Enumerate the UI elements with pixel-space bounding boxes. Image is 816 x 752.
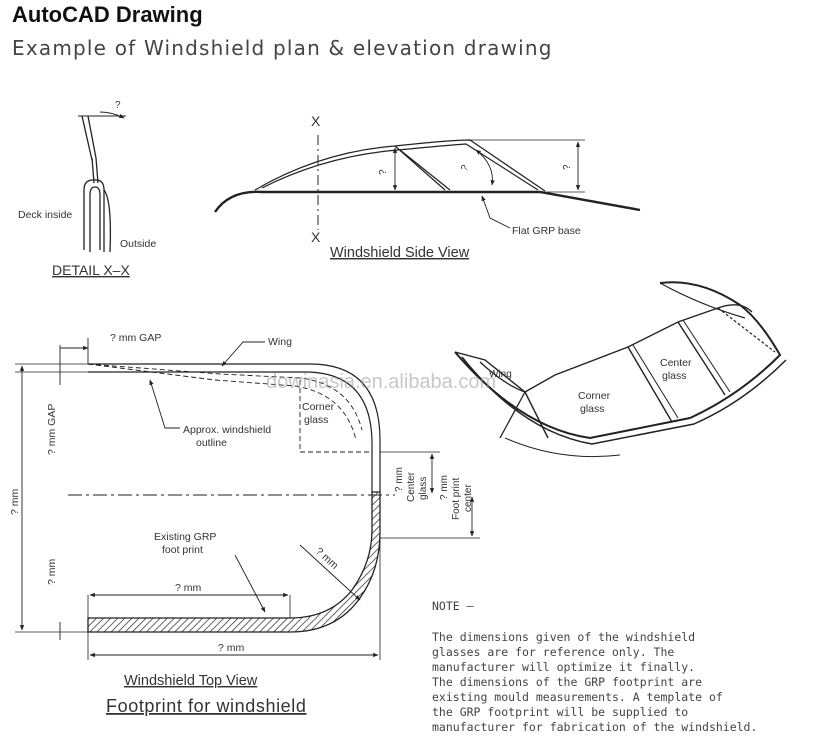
iso-center-glass-2: glass bbox=[662, 370, 687, 382]
radius-label: ? mm bbox=[313, 545, 341, 572]
note-heading: NOTE – bbox=[432, 599, 474, 613]
footprint-center-dim-2: Foot print bbox=[451, 478, 462, 520]
existing-footprint-label-2: foot print bbox=[162, 544, 203, 556]
side-view-caption: Windshield Side View bbox=[330, 245, 470, 261]
existing-footprint-label-1: Existing GRP bbox=[154, 531, 216, 543]
detail-caption: DETAIL X–X bbox=[52, 262, 130, 278]
lower-height-label: ? mm bbox=[46, 558, 58, 585]
height-question-2: ? bbox=[562, 164, 573, 170]
side-view-drawing bbox=[214, 135, 641, 230]
note-line-3: manufacturer will optimize it finally. bbox=[432, 660, 695, 674]
iso-corner-glass-2: glass bbox=[580, 403, 605, 415]
section-x-top: X bbox=[311, 113, 321, 129]
iso-wing-label: Wing bbox=[489, 369, 512, 380]
deck-inside-label: Deck inside bbox=[18, 209, 72, 221]
note-line-1: The dimensions given of the windshield bbox=[432, 630, 695, 644]
corner-glass-label-1: Corner bbox=[302, 401, 335, 413]
note-line-7: manufacturer for fabrication of the wind… bbox=[432, 720, 757, 734]
height-question-1: ? bbox=[378, 169, 389, 175]
gap-dimension-label: ? mm GAP bbox=[110, 332, 161, 344]
note-line-2: glasses are for reference only. The bbox=[432, 645, 674, 659]
note-line-5: existing mould measurements. A template … bbox=[432, 690, 723, 704]
approx-outline-label-1: Approx. windshield bbox=[183, 424, 271, 436]
center-glass-dim-2: Center bbox=[406, 471, 417, 502]
approx-outline-label-2: outline bbox=[196, 437, 227, 449]
center-glass-dim-3: glass bbox=[418, 477, 429, 500]
center-glass-dim-1: ? mm bbox=[394, 467, 405, 492]
total-width-label: ? mm bbox=[218, 642, 245, 654]
page-subtitle: Example of Windshield plan & elevation d… bbox=[12, 36, 553, 60]
top-view-caption: Windshield Top View bbox=[124, 673, 258, 689]
note-line-6: the GRP footprint will be supplied to bbox=[432, 705, 688, 719]
flat-grp-base-label: Flat GRP base bbox=[512, 225, 581, 237]
watermark: dowinasia.en.alibaba.com bbox=[266, 371, 496, 393]
top-view-drawing bbox=[15, 338, 480, 660]
detail-question: ? bbox=[115, 100, 121, 111]
angle-question: ? bbox=[459, 163, 472, 174]
page-title: AutoCAD Drawing bbox=[12, 2, 203, 27]
corner-glass-label-2: glass bbox=[304, 414, 329, 426]
footprint-center-dim-3: center bbox=[463, 484, 474, 512]
iso-center-glass-1: Center bbox=[660, 357, 692, 369]
iso-corner-glass-1: Corner bbox=[578, 390, 611, 402]
detail-x-x bbox=[78, 111, 126, 253]
footprint-caption: Footprint for windshield bbox=[106, 696, 307, 716]
note-line-4: The dimensions of the GRP footprint are bbox=[432, 675, 702, 689]
inner-width-label: ? mm bbox=[175, 582, 202, 594]
section-x-bottom: X bbox=[311, 229, 321, 245]
isometric-view-drawing bbox=[454, 281, 787, 458]
total-height-label: ? mm bbox=[9, 488, 21, 515]
footprint-center-dim-1: ? mm bbox=[439, 475, 450, 500]
wing-label: Wing bbox=[268, 336, 292, 348]
outside-label: Outside bbox=[120, 238, 156, 250]
mm-gap-vertical-label: ? mm GAP bbox=[46, 404, 58, 455]
